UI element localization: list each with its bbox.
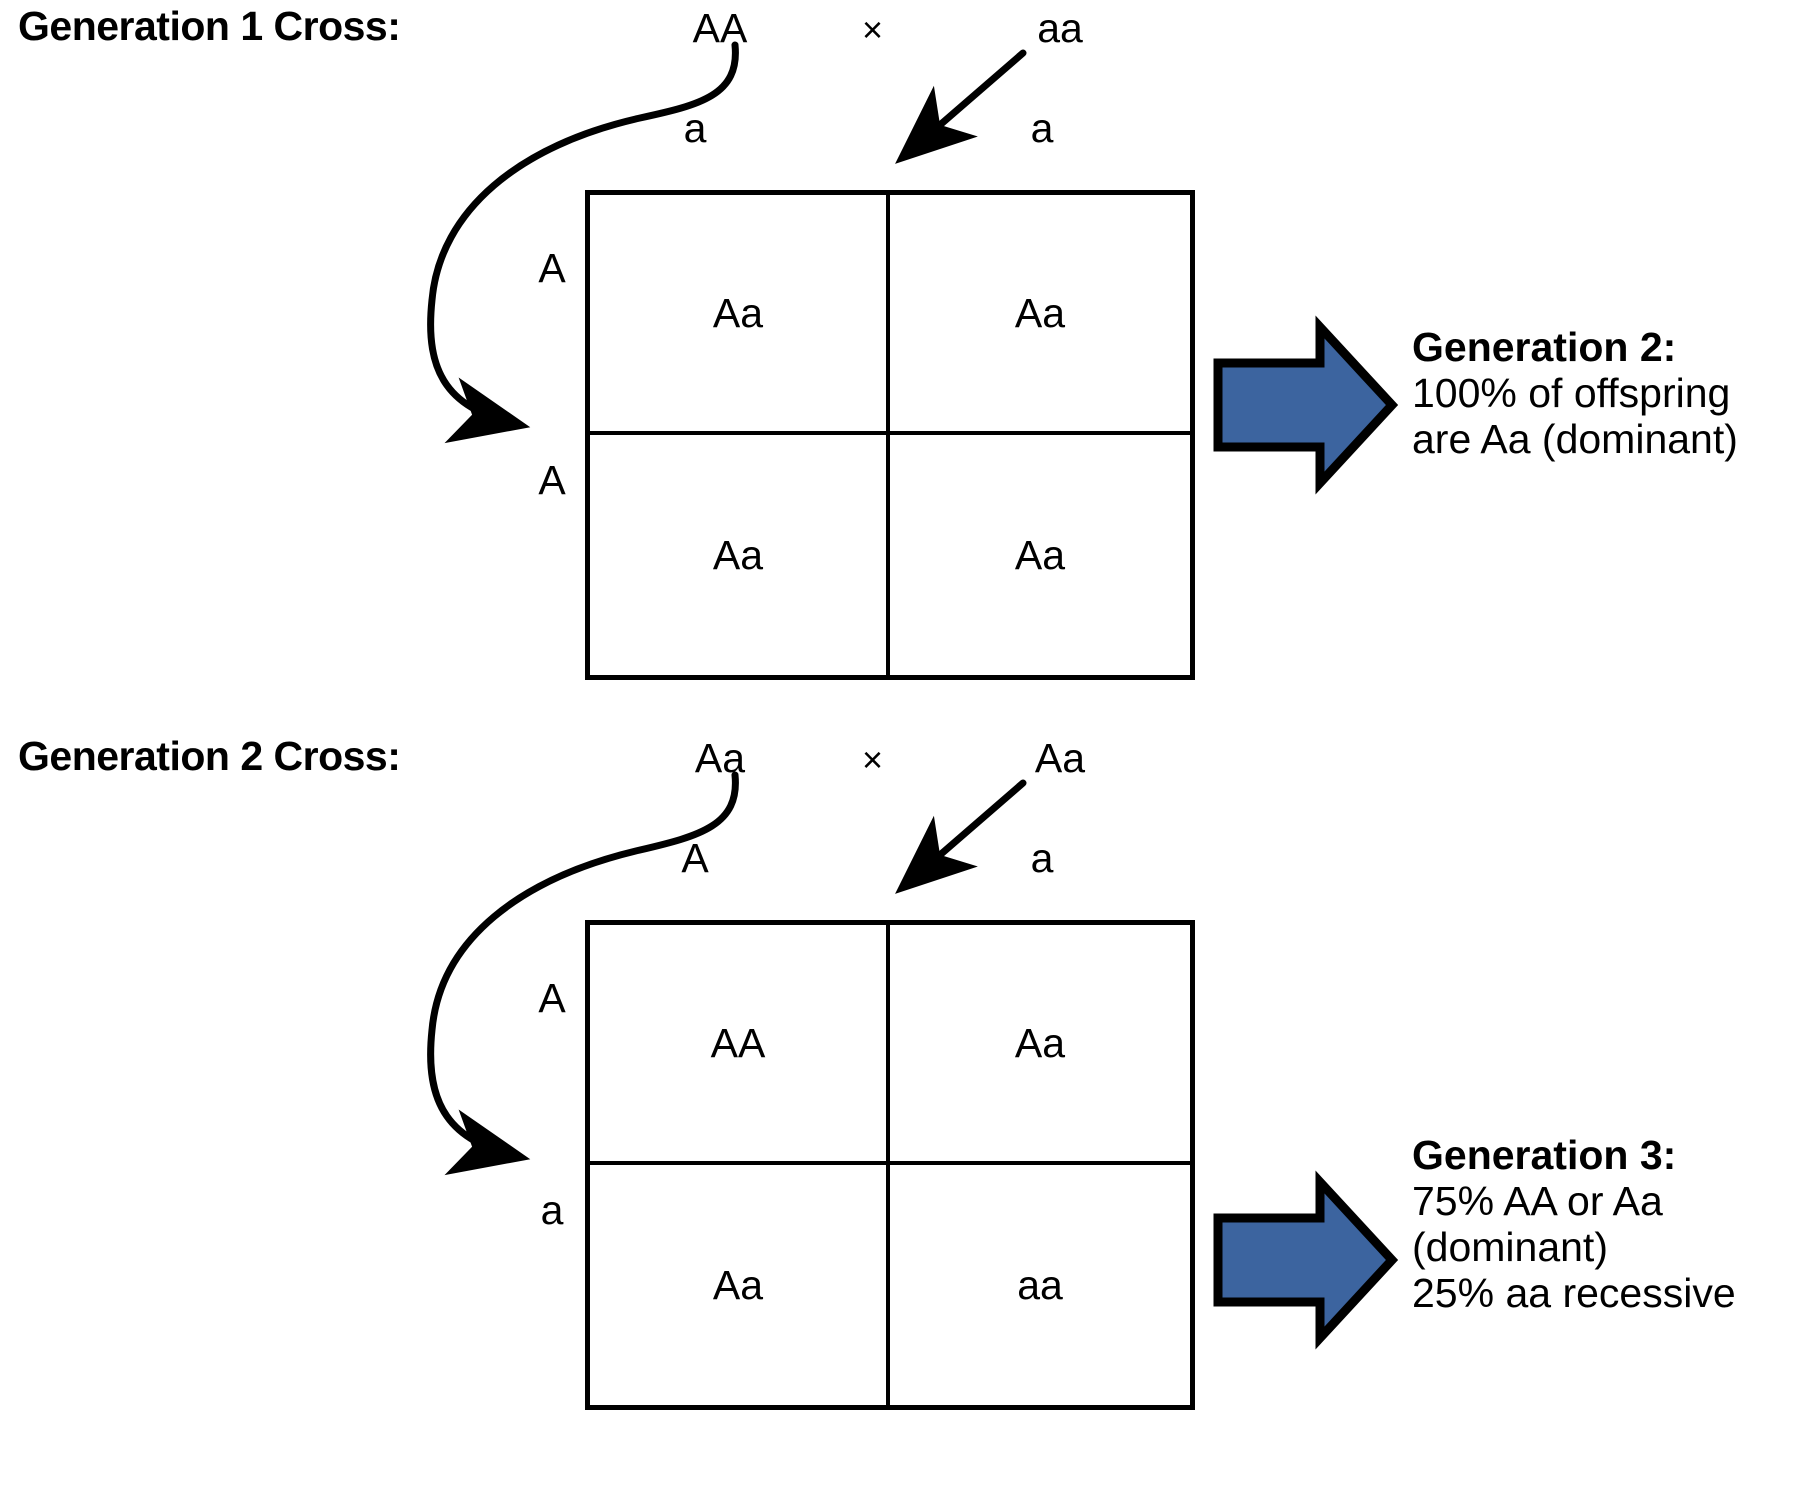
generation-3-result-block: Generation 3: 75% AA or Aa (dominant) 25… [1412,1132,1736,1317]
gen1-cell-r1c1: Aa [590,195,890,435]
generation-1-cross-heading: Generation 1 Cross: [18,3,401,49]
diagonal-connector-gen2 [895,779,1027,894]
generation-2-result-line-2: are Aa (dominant) [1412,415,1738,462]
gen1-top-allele-col-2: a [1030,105,1054,151]
generation-3-result-line-3: 25% aa recessive [1412,1269,1736,1316]
gen2-parent-left-genotype: Aa [694,735,746,781]
gen1-top-allele-col-1: a [683,105,707,151]
gen1-parent-right-genotype: aa [1037,5,1083,51]
blue-block-arrow-gen3 [1213,1170,1399,1350]
punnett-square-gen1: Aa Aa Aa Aa [585,190,1195,680]
generation-2-result-title: Generation 2: [1412,324,1677,370]
gen1-cell-r1c2: Aa [890,195,1190,435]
gen1-parent-left-genotype: AA [692,5,748,51]
gen2-top-allele-col-2: a [1030,835,1054,881]
gen2-side-allele-row-1: A [538,975,566,1021]
gen1-side-allele-row-2: A [538,457,566,503]
gen2-top-allele-col-1: A [681,835,709,881]
gen2-parent-right-genotype: Aa [1034,735,1086,781]
generation-3-result-line-1: 75% AA or Aa [1412,1177,1663,1224]
punnett-square-gen2: AA Aa Aa aa [585,920,1195,1410]
diagonal-connector-gen1 [895,49,1027,164]
generation-3-result-title: Generation 3: [1412,1132,1677,1178]
generation-2-result-line-1: 100% of offspring [1412,369,1731,416]
generation-3-result-line-2: (dominant) [1412,1223,1608,1270]
blue-block-arrow-gen2 [1213,315,1399,495]
gen2-cell-r2c1: Aa [590,1165,890,1405]
generation-2-cross-heading: Generation 2 Cross: [18,733,401,779]
gen1-cell-r2c1: Aa [590,435,890,675]
gen2-cell-r1c2: Aa [890,925,1190,1165]
gen2-cross-symbol: × [862,739,884,780]
gen1-side-allele-row-1: A [538,245,566,291]
gen1-cross-symbol: × [862,9,884,50]
gen2-cell-r2c2: aa [1017,1261,1063,1308]
generation-2-result-block: Generation 2: 100% of offspring are Aa (… [1412,324,1738,463]
gen2-side-allele-row-2: a [540,1187,564,1233]
gen2-cell-r1c1: AA [590,925,890,1165]
gen1-cell-r2c2: Aa [1014,531,1066,578]
